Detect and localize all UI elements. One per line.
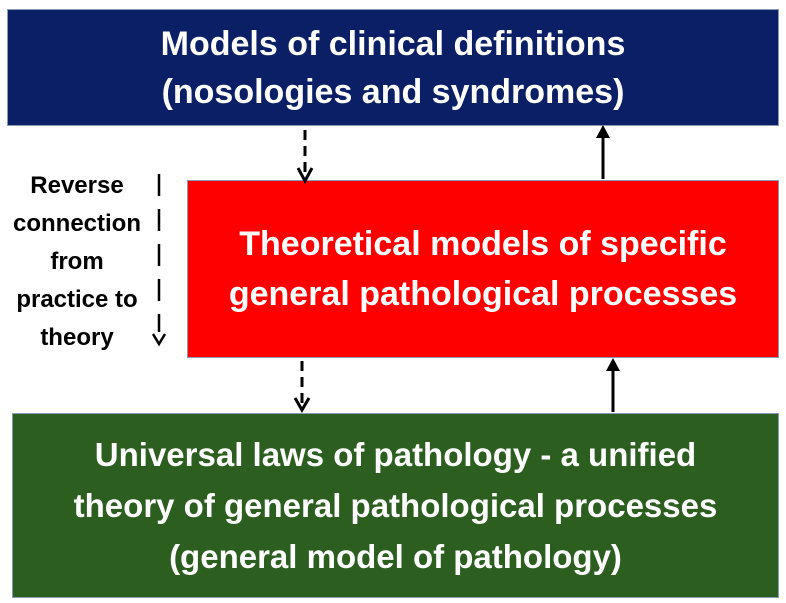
universal-laws-line2: theory of general pathological processes: [73, 487, 718, 524]
reverse-connection-line5: theory: [40, 324, 114, 351]
theoretical-models-line2: general pathological processes: [228, 275, 738, 313]
universal-laws-line1: Universal laws of pathology - a unified: [94, 436, 697, 473]
reverse-connection-line2: connection: [12, 210, 141, 237]
dashed-down-arrow-top: [296, 130, 314, 185]
reverse-connection-label: Reverse connection from practice to theo…: [2, 167, 152, 357]
clinical-definitions-box: Models of clinical definitions (nosologi…: [7, 9, 779, 126]
reverse-connection-line4: practice to: [16, 286, 138, 313]
reverse-connection-dashed-arrow: [151, 174, 167, 347]
universal-laws-line3: (general model of pathology): [169, 538, 622, 575]
theoretical-models-box: Theoretical models of specific general p…: [187, 180, 779, 358]
solid-up-arrow-bottom: [606, 358, 620, 412]
theoretical-models-line1: Theoretical models of specific: [239, 225, 727, 263]
reverse-connection-line1: Reverse: [30, 172, 124, 199]
reverse-connection-line3: from: [50, 248, 104, 275]
dashed-down-arrow-bottom: [293, 361, 311, 413]
solid-up-arrow-top: [596, 125, 610, 179]
clinical-definitions-line1: Models of clinical definitions: [160, 24, 626, 63]
universal-laws-box: Universal laws of pathology - a unified …: [12, 413, 779, 598]
clinical-definitions-line2: (nosologies and syndromes): [161, 72, 625, 111]
